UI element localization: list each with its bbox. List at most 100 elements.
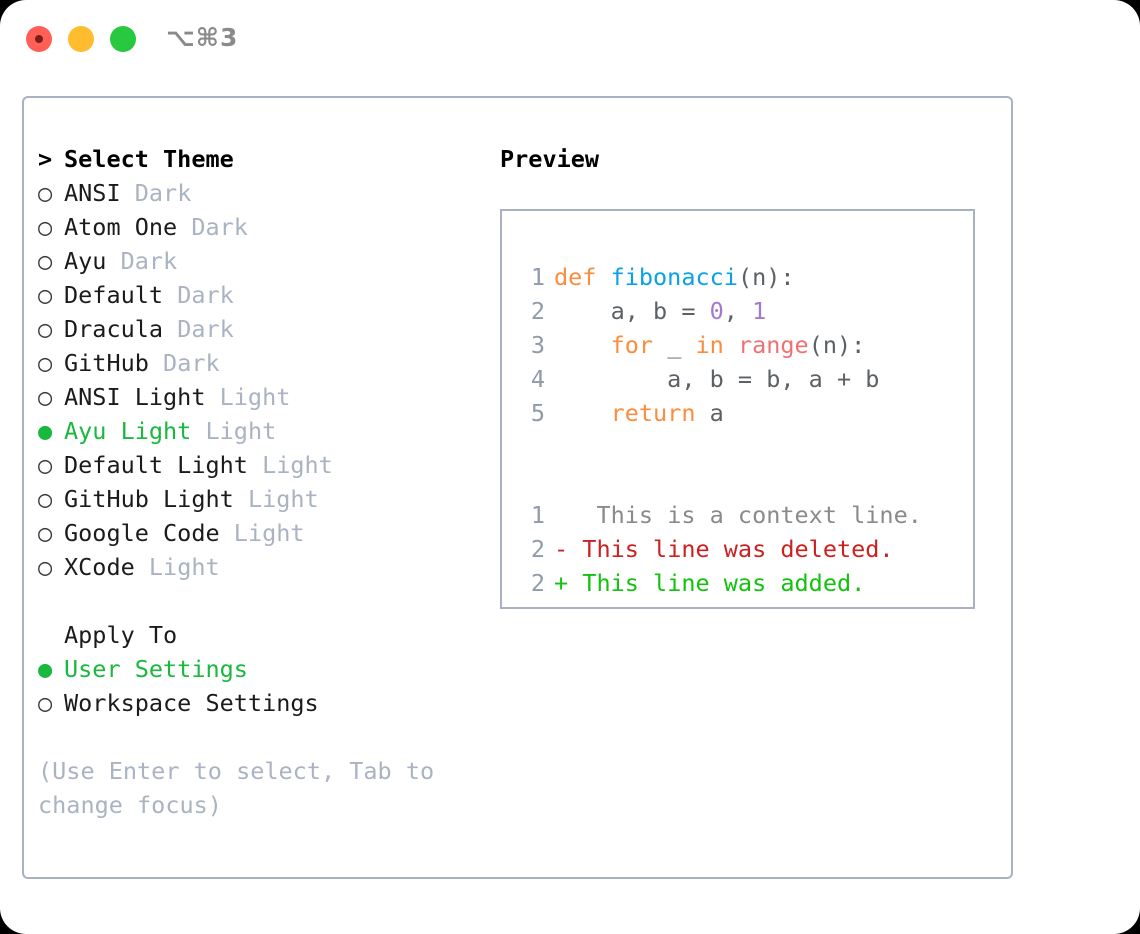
theme-variant-badge: Light [247,485,319,513]
main-panel: >Select Theme ○ANSI Dark ○Atom One Dark … [22,96,1013,879]
apply-to-item-selected[interactable]: ● User Settings [38,652,478,686]
code-token: 1 [752,297,767,325]
diff-text: This line was added. [568,569,866,597]
window-title: ⌥⌘3 [166,23,239,52]
line-number: 1 [530,263,545,291]
apply-to-label: User Settings [64,655,248,683]
theme-name: GitHub Light [64,485,234,513]
code-token: range [737,331,809,359]
diff-text: This is a context line. [568,501,922,529]
theme-name: Atom One [64,213,178,241]
code-line: 2 a, b = 0, 1 [515,294,967,328]
theme-list-item[interactable]: ○ Google Code Light [38,516,478,550]
code-token: 0 [709,297,724,325]
theme-name: Default Light [64,451,248,479]
prompt-caret-icon: > [38,145,53,173]
theme-variant-badge: Light [262,451,333,479]
theme-variant-badge: Light [233,519,305,547]
line-number: 5 [530,399,545,427]
radio-off-icon[interactable]: ○ [38,281,53,309]
keyboard-hint-text: (Use Enter to select, Tab to change focu… [38,757,435,819]
radio-off-icon[interactable]: ○ [38,553,53,581]
close-button[interactable] [26,26,52,52]
code-token: return [610,399,696,427]
apply-to-heading-label: Apply To [64,621,178,649]
theme-variant-badge: Dark [177,315,234,343]
theme-list-item[interactable]: ○ ANSI Dark [38,176,478,210]
code-line: 4 a, b = b, a + b [515,362,967,396]
diff-sign [554,501,568,529]
theme-list-item[interactable]: ○ANSI Light Light [38,380,478,414]
theme-name: Dracula [64,315,164,343]
code-token: for [610,331,654,359]
theme-list-item-selected[interactable]: ● Ayu Light Light [38,414,478,448]
preview-title: Preview [500,145,600,173]
theme-variant-badge: Dark [177,281,234,309]
theme-name: Google Code [64,519,220,547]
code-token [554,331,611,359]
theme-list-item[interactable]: ○ Atom One Dark [38,210,478,244]
apply-to-heading: Apply To [38,618,478,652]
panel-columns: >Select Theme ○ANSI Dark ○Atom One Dark … [24,98,1011,877]
theme-list-item[interactable]: ○ Default Light Light [38,448,478,482]
theme-list-item[interactable]: ○Default Dark [38,278,478,312]
code-token [554,399,611,427]
theme-list-item[interactable]: ○ GitHub Dark [38,346,478,380]
radio-off-icon[interactable]: ○ [38,451,53,479]
radio-off-icon[interactable]: ○ [38,519,53,547]
theme-list-item[interactable]: ○ Dracula Dark [38,312,478,346]
theme-list-item[interactable]: ○XCode Light [38,550,478,584]
code-token: , [723,297,753,325]
diff-line-added: 2+ This line was added. [515,566,967,600]
code-token: _ [653,331,696,359]
radio-off-icon[interactable]: ○ [38,349,53,377]
section-spacer [38,584,478,618]
select-theme-heading: >Select Theme [38,142,478,176]
radio-off-icon[interactable]: ○ [38,383,53,411]
code-token: a [695,399,724,427]
theme-variant-badge: Dark [134,179,192,207]
radio-off-icon[interactable]: ○ [38,247,53,275]
apply-to-label: Workspace Settings [64,689,319,717]
radio-off-icon[interactable]: ○ [38,315,53,343]
line-number: 1 [530,501,545,529]
theme-variant-badge: Dark [163,349,220,377]
code-line: 3 for _ in range(n): [515,328,967,362]
diff-text: This line was deleted. [568,535,894,563]
theme-name: ANSI [64,179,121,207]
code-token: (n): [737,263,795,291]
code-token: in [695,331,724,359]
diff-sign: - [554,535,569,563]
traffic-light-buttons [26,26,136,52]
radio-off-icon[interactable]: ○ [38,485,53,513]
code-token: a, b = b, a + b [554,365,880,393]
theme-name: GitHub [64,349,149,377]
theme-list-item[interactable]: ○ GitHub Light Light [38,482,478,516]
zoom-button[interactable] [110,26,136,52]
code-line: 5 return a [515,396,967,430]
radio-off-icon[interactable]: ○ [38,179,53,207]
diff-line-context: 1 This is a context line. [515,498,967,532]
code-token: def [554,263,611,291]
theme-variant-badge: Light [219,383,291,411]
radio-off-icon[interactable]: ○ [38,213,53,241]
theme-list-item[interactable]: ○Ayu Dark [38,244,478,278]
theme-variant-badge: Light [205,417,277,445]
line-number: 3 [530,331,545,359]
line-number: 2 [530,297,545,325]
radio-off-icon[interactable]: ○ [38,689,53,717]
radio-on-icon[interactable]: ● [38,655,53,683]
theme-variant-badge: Dark [191,213,248,241]
code-token: (n): [808,331,866,359]
theme-variant-badge: Dark [120,247,178,275]
radio-on-icon[interactable]: ● [38,417,53,445]
theme-name: XCode [64,553,135,581]
apply-to-item[interactable]: ○ Workspace Settings [38,686,478,720]
minimize-button[interactable] [68,26,94,52]
theme-name: Ayu Light [64,417,192,445]
